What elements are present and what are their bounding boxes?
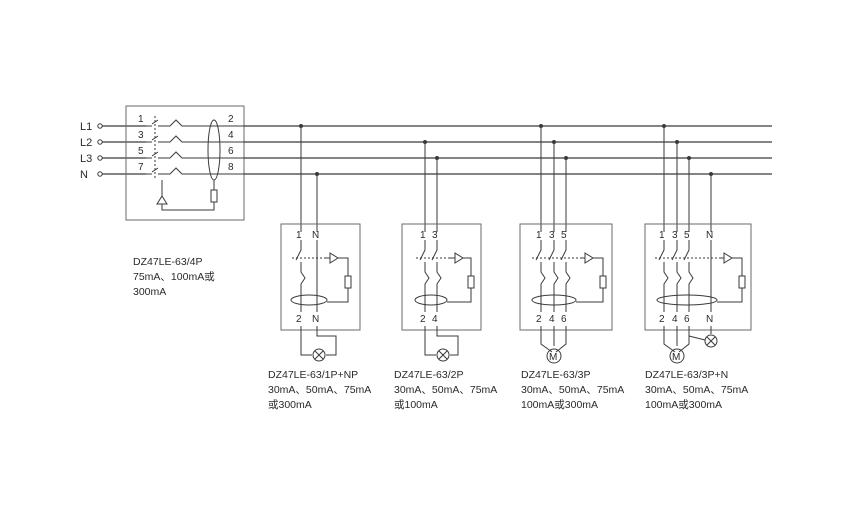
breaker-2-caption-ratings: 30mA、50mA、75mA [394, 384, 497, 396]
breaker-4-bottom-terminal-2: 2 [659, 314, 665, 325]
breaker-1-caption-ratings: 30mA、50mA、75mA [268, 384, 371, 396]
breaker-3-top-terminal-5: 5 [561, 230, 567, 241]
lamp-icon [312, 348, 326, 362]
bus-taps [299, 124, 713, 232]
main-out-terminal-6: 6 [228, 146, 234, 157]
breaker-2-bottom-terminal-4: 4 [432, 314, 438, 325]
breaker-4-top-terminal-1: 1 [659, 230, 665, 241]
breaker-1p-n: 1 N 2 N [280, 223, 361, 362]
breaker-4-bottom-terminal-n: N [706, 314, 713, 325]
breaker-1-bottom-terminal-n: N [312, 314, 319, 325]
main-caption-model: DZ47LE-63/4P [133, 256, 202, 268]
breaker-1-bottom-terminal-2: 2 [296, 314, 302, 325]
line-label-n: N [80, 169, 88, 181]
breaker-1-caption-ratings-2: 或300mA [268, 399, 312, 411]
breaker-4-bottom-terminal-6: 6 [684, 314, 690, 325]
main-in-terminal-7: 7 [138, 162, 144, 173]
breaker-3p-n: 1 3 5 N 2 4 6 N M [644, 223, 752, 364]
breaker-2-box [401, 223, 482, 331]
breaker-3-caption-model: DZ47LE-63/3P [521, 369, 590, 381]
supply-terminals [97, 123, 146, 177]
breaker-2-bottom-terminal-2: 2 [420, 314, 426, 325]
breaker-2-caption-model: DZ47LE-63/2P [394, 369, 463, 381]
main-caption-ratings-2: 300mA [133, 286, 166, 298]
main-in-terminal-5: 5 [138, 146, 144, 157]
breaker-2-caption-ratings-2: 或100mA [394, 399, 438, 411]
breaker-2p: 1 3 2 4 [401, 223, 482, 362]
breaker-3p: 1 3 5 2 4 6 M [519, 223, 613, 364]
main-out-terminal-8: 8 [228, 162, 234, 173]
breaker-4-bottom-terminal-4: 4 [672, 314, 678, 325]
motor-icon: M [546, 348, 562, 364]
breaker-2-top-terminal-3: 3 [432, 230, 438, 241]
line-label-l3: L3 [80, 153, 92, 165]
main-in-terminal-1: 1 [138, 114, 144, 125]
lamp-icon [704, 334, 718, 348]
breaker-4-caption-ratings-2: 100mA或300mA [645, 399, 722, 411]
breaker-3-caption-ratings: 30mA、50mA、75mA [521, 384, 624, 396]
breaker-3-bottom-terminal-6: 6 [561, 314, 567, 325]
line-label-l1: L1 [80, 121, 92, 133]
breaker-1-top-terminal-n: N [312, 230, 319, 241]
main-caption-ratings: 75mA、100mA或 [133, 271, 215, 283]
breaker-4-caption-ratings: 30mA、50mA、75mA [645, 384, 748, 396]
breaker-3-top-terminal-1: 1 [536, 230, 542, 241]
motor-icon: M [669, 348, 685, 364]
main-breaker-box [125, 105, 245, 221]
breaker-1-top-terminal-1: 1 [296, 230, 302, 241]
breaker-4-top-terminal-n: N [706, 230, 713, 241]
bus-bars [244, 125, 772, 175]
breaker-4-top-terminal-3: 3 [672, 230, 678, 241]
breaker-4-top-terminal-5: 5 [684, 230, 690, 241]
line-label-l2: L2 [80, 137, 92, 149]
main-out-terminal-4: 4 [228, 130, 234, 141]
motor-label: M [549, 352, 557, 363]
lamp-icon [436, 348, 450, 362]
breaker-3-top-terminal-3: 3 [549, 230, 555, 241]
breaker-2-top-terminal-1: 1 [420, 230, 426, 241]
main-out-terminal-2: 2 [228, 114, 234, 125]
main-in-terminal-3: 3 [138, 130, 144, 141]
main-breaker-4p: 1 3 5 7 2 4 6 8 [125, 105, 245, 221]
breaker-1-caption-model: DZ47LE-63/1P+NP [268, 369, 358, 381]
breaker-1-box [280, 223, 361, 331]
motor-label-2: M [672, 352, 680, 363]
breaker-3-bottom-terminal-4: 4 [549, 314, 555, 325]
breaker-3-bottom-terminal-2: 2 [536, 314, 542, 325]
breaker-4-box [644, 223, 752, 331]
breaker-4-caption-model: DZ47LE-63/3P+N [645, 369, 728, 381]
breaker-3-caption-ratings-2: 100mA或300mA [521, 399, 598, 411]
